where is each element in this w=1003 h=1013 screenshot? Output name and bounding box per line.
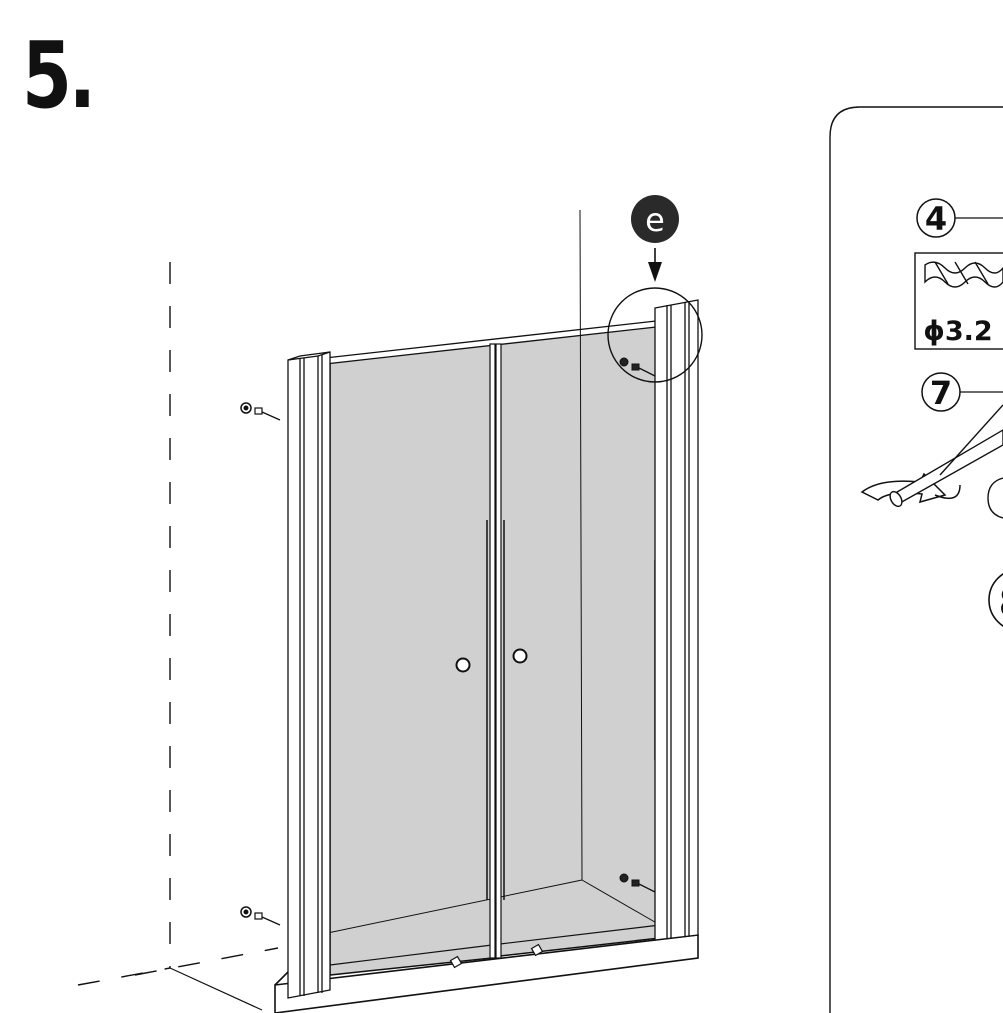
right-door-panel — [499, 324, 661, 957]
wall-screw-icon-top — [240, 402, 281, 421]
step-number: 5. — [22, 22, 96, 129]
detail-circle — [607, 287, 703, 383]
detail-marker-letter: e — [645, 201, 665, 239]
part-7-label: 7 — [930, 374, 952, 412]
right-wall-profile — [654, 299, 699, 941]
door-glass — [317, 209, 666, 976]
parts-panel — [829, 106, 1003, 1013]
part-8-callout — [988, 573, 1003, 627]
part-8-label: 8 — [999, 581, 1003, 625]
drill-rod-icon — [889, 404, 1003, 508]
floor-line — [169, 967, 263, 1011]
wall-guide-lines — [77, 262, 279, 986]
drill-bit-icon — [924, 261, 1003, 288]
screw-icon-right-top — [619, 357, 656, 377]
screw-icon-right-bottom — [619, 873, 656, 893]
drill-size-label: ϕ3.2 — [923, 316, 992, 347]
left-wall-profile — [287, 351, 331, 999]
detail-marker-badge — [631, 195, 679, 243]
wall-screw-icon-bottom — [240, 906, 281, 926]
detail-arrow-head — [648, 262, 662, 282]
bottom-pivot-icons — [449, 943, 544, 969]
partial-part-outline — [987, 477, 1003, 519]
part-4-label: 4 — [925, 200, 947, 238]
right-handle-icon — [512, 648, 528, 664]
left-handle-icon — [455, 657, 471, 673]
